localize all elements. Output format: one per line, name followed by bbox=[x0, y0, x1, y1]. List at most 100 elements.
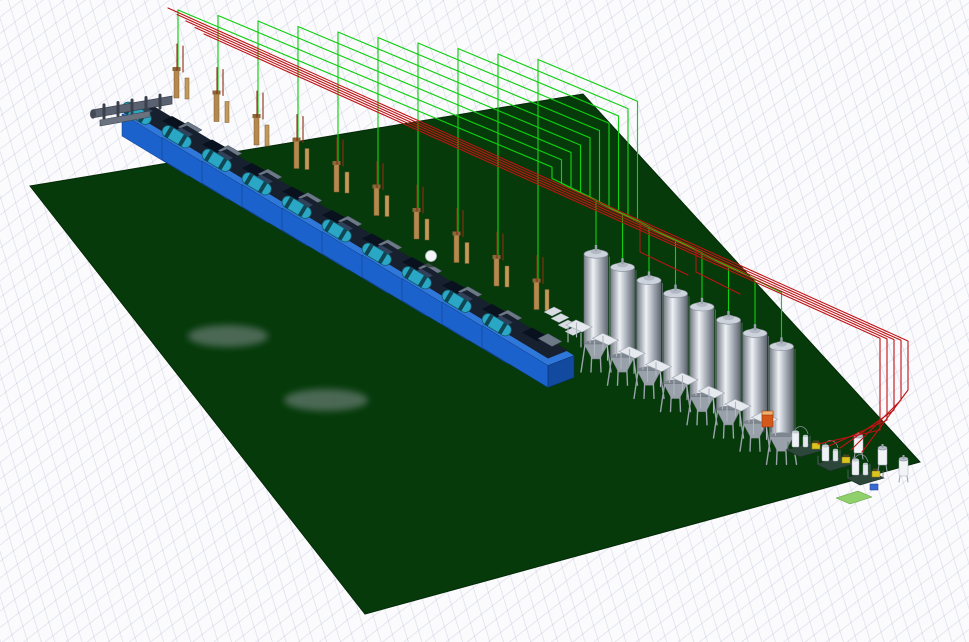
tank-body bbox=[853, 435, 864, 454]
silo[interactable] bbox=[750, 291, 798, 466]
scrubber-cylinder bbox=[201, 148, 232, 172]
support-leg bbox=[599, 347, 602, 373]
storage-tank[interactable] bbox=[877, 444, 888, 472]
ground-pad[interactable] bbox=[835, 490, 873, 505]
sphere-vessel[interactable] bbox=[424, 250, 438, 268]
scrubber-band bbox=[484, 313, 494, 327]
support-leg bbox=[731, 413, 735, 439]
exhaust-stack bbox=[453, 234, 460, 263]
generator-unit[interactable] bbox=[480, 254, 575, 388]
tank-leg bbox=[853, 452, 856, 460]
skid-piping bbox=[794, 426, 809, 435]
support-leg bbox=[652, 373, 655, 400]
junction-box bbox=[869, 483, 879, 491]
silo-row[interactable] bbox=[565, 199, 798, 466]
silo-body bbox=[689, 306, 715, 398]
exhaust-stack bbox=[333, 163, 340, 193]
pump-motor bbox=[843, 454, 849, 457]
support-leg bbox=[633, 370, 639, 400]
vessel-cap bbox=[833, 448, 838, 452]
support-leg bbox=[643, 373, 646, 400]
silo[interactable] bbox=[565, 199, 612, 373]
scrubber-cylinder bbox=[481, 313, 512, 337]
exhaust-stack bbox=[184, 77, 190, 100]
utility-skid[interactable] bbox=[845, 454, 885, 486]
silo-dome bbox=[776, 341, 787, 347]
scrubber-band bbox=[497, 322, 508, 335]
scrubber-cylinder bbox=[401, 266, 432, 290]
manifold-pipe bbox=[99, 110, 151, 127]
small-vessel bbox=[821, 445, 830, 462]
silencer bbox=[537, 333, 563, 347]
silo[interactable] bbox=[591, 212, 639, 386]
tank-leg bbox=[885, 464, 888, 472]
cabinet-top bbox=[761, 410, 774, 416]
scrubber-band bbox=[324, 219, 334, 233]
utility-skid[interactable] bbox=[815, 440, 855, 472]
scrubber-band bbox=[337, 228, 348, 241]
silo-body bbox=[610, 266, 635, 358]
red-branch-pipe[interactable] bbox=[695, 247, 741, 295]
scrubber-band bbox=[257, 181, 268, 194]
support-leg bbox=[678, 386, 682, 413]
red-header-pipe[interactable] bbox=[194, 26, 888, 447]
exhaust-stack bbox=[224, 101, 230, 123]
support-leg bbox=[625, 360, 629, 386]
control-cabinet[interactable] bbox=[761, 410, 774, 433]
top-nozzle bbox=[780, 337, 783, 344]
red-header-pipe[interactable] bbox=[203, 33, 881, 445]
silo[interactable] bbox=[697, 265, 745, 439]
support-leg bbox=[696, 400, 699, 426]
stair-step bbox=[543, 306, 563, 317]
support-leg bbox=[580, 344, 586, 373]
top-nozzle bbox=[753, 324, 757, 331]
support-leg bbox=[705, 400, 708, 426]
silo[interactable] bbox=[644, 239, 692, 413]
silo-dome bbox=[643, 275, 655, 281]
support-table bbox=[697, 385, 726, 414]
support-leg bbox=[739, 423, 745, 452]
support-leg bbox=[606, 357, 613, 386]
generator-row[interactable] bbox=[120, 43, 575, 388]
small-vessel bbox=[832, 449, 839, 462]
support-table bbox=[724, 398, 752, 427]
silo-dome bbox=[723, 314, 734, 321]
scrubber-band bbox=[244, 172, 254, 186]
red-branch-pipe[interactable] bbox=[639, 223, 689, 276]
top-nozzle bbox=[647, 271, 651, 278]
support-leg bbox=[765, 436, 772, 466]
small-vessel bbox=[791, 431, 800, 448]
inlet-manifold[interactable] bbox=[90, 93, 173, 127]
tank-nozzle bbox=[857, 432, 860, 436]
silo-dome bbox=[617, 262, 628, 268]
silo[interactable] bbox=[618, 225, 665, 400]
stair-step bbox=[550, 313, 570, 323]
silo-body bbox=[716, 319, 741, 411]
tank-nozzle bbox=[881, 444, 884, 448]
support-table bbox=[671, 372, 699, 401]
exhaust-stack bbox=[464, 242, 470, 264]
scrubber-band bbox=[284, 196, 294, 209]
storage-tank[interactable] bbox=[898, 455, 909, 483]
support-leg bbox=[590, 347, 593, 373]
exhaust-stack bbox=[344, 171, 350, 194]
red-pipe-network[interactable] bbox=[167, 7, 909, 453]
ground-plane[interactable] bbox=[29, 93, 921, 615]
misc-equipment[interactable] bbox=[90, 93, 584, 336]
tank-leg bbox=[898, 475, 901, 483]
scrubber-cylinder bbox=[441, 289, 472, 313]
vessel-cap bbox=[803, 434, 808, 438]
top-nozzle bbox=[727, 311, 730, 317]
silo[interactable] bbox=[724, 278, 771, 452]
vessel-cap bbox=[863, 462, 868, 466]
pump-motor bbox=[813, 440, 819, 443]
sphere-shadow bbox=[424, 262, 438, 268]
silo[interactable] bbox=[671, 252, 718, 426]
support-leg bbox=[775, 439, 779, 466]
support-leg bbox=[659, 383, 666, 413]
silo-dome bbox=[749, 328, 761, 334]
utility-area[interactable] bbox=[761, 410, 909, 505]
scrubber-band bbox=[404, 266, 414, 280]
